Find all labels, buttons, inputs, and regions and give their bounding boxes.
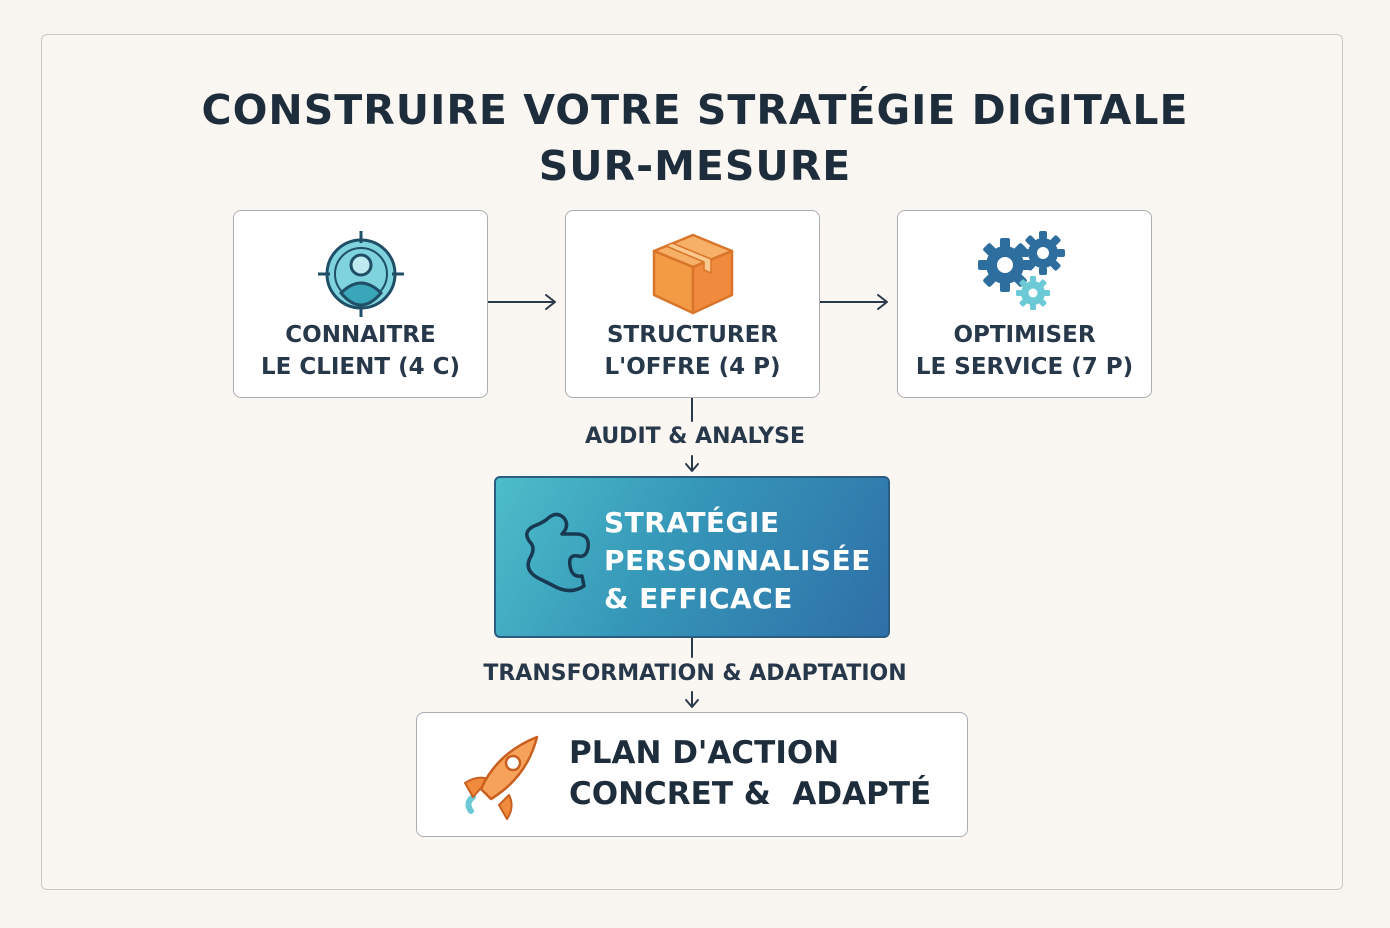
step-label-line-2: LE CLIENT (4 C) <box>260 354 461 380</box>
step-label: OPTIMISER LE SERVICE (7 P) <box>898 319 1151 383</box>
step-label-line-1: STRUCTURER <box>606 322 779 348</box>
strategy-box: STRATÉGIE PERSONNALISÉE & EFFICACE <box>494 476 890 638</box>
target-person-icon <box>234 229 487 323</box>
strategy-label-line-3: & EFFICACE <box>604 582 793 615</box>
step-label-line-2: L'OFFRE (4 P) <box>604 354 781 380</box>
step-label-line-2: LE SERVICE (7 P) <box>915 354 1134 380</box>
step-connaitre-client: CONNAITRE LE CLIENT (4 C) <box>233 210 488 398</box>
step-structurer-offre: STRUCTURER L'OFFRE (4 P) <box>565 210 820 398</box>
plan-label: PLAN D'ACTION CONCRET & ADAPTÉ <box>569 733 931 815</box>
diagram-title: CONSTRUIRE VOTRE STRATÉGIE DIGITALE SUR-… <box>0 82 1390 194</box>
puzzle-piece-icon <box>516 508 596 602</box>
step-label-line-1: CONNAITRE <box>285 322 436 348</box>
step-label: CONNAITRE LE CLIENT (4 C) <box>234 319 487 383</box>
rocket-icon <box>451 727 551 827</box>
gears-icon <box>898 229 1151 323</box>
connector-label-transformation: TRANSFORMATION & ADAPTATION <box>483 661 907 686</box>
strategy-label-line-2: PERSONNALISÉE <box>604 544 871 577</box>
strategy-label: STRATÉGIE PERSONNALISÉE & EFFICACE <box>604 504 871 618</box>
plan-label-line-2: CONCRET & ADAPTÉ <box>569 776 932 812</box>
title-line-1: CONSTRUIRE VOTRE STRATÉGIE DIGITALE <box>201 86 1189 134</box>
plan-label-line-1: PLAN D'ACTION <box>569 735 840 771</box>
plan-action-box: PLAN D'ACTION CONCRET & ADAPTÉ <box>416 712 968 837</box>
step-optimiser-service: OPTIMISER LE SERVICE (7 P) <box>897 210 1152 398</box>
connector-label-audit: AUDIT & ANALYSE <box>584 424 806 449</box>
title-line-2: SUR-MESURE <box>538 142 852 190</box>
step-label: STRUCTURER L'OFFRE (4 P) <box>566 319 819 383</box>
box-icon <box>566 229 819 323</box>
step-label-line-1: OPTIMISER <box>953 322 1096 348</box>
strategy-label-line-1: STRATÉGIE <box>604 506 780 539</box>
